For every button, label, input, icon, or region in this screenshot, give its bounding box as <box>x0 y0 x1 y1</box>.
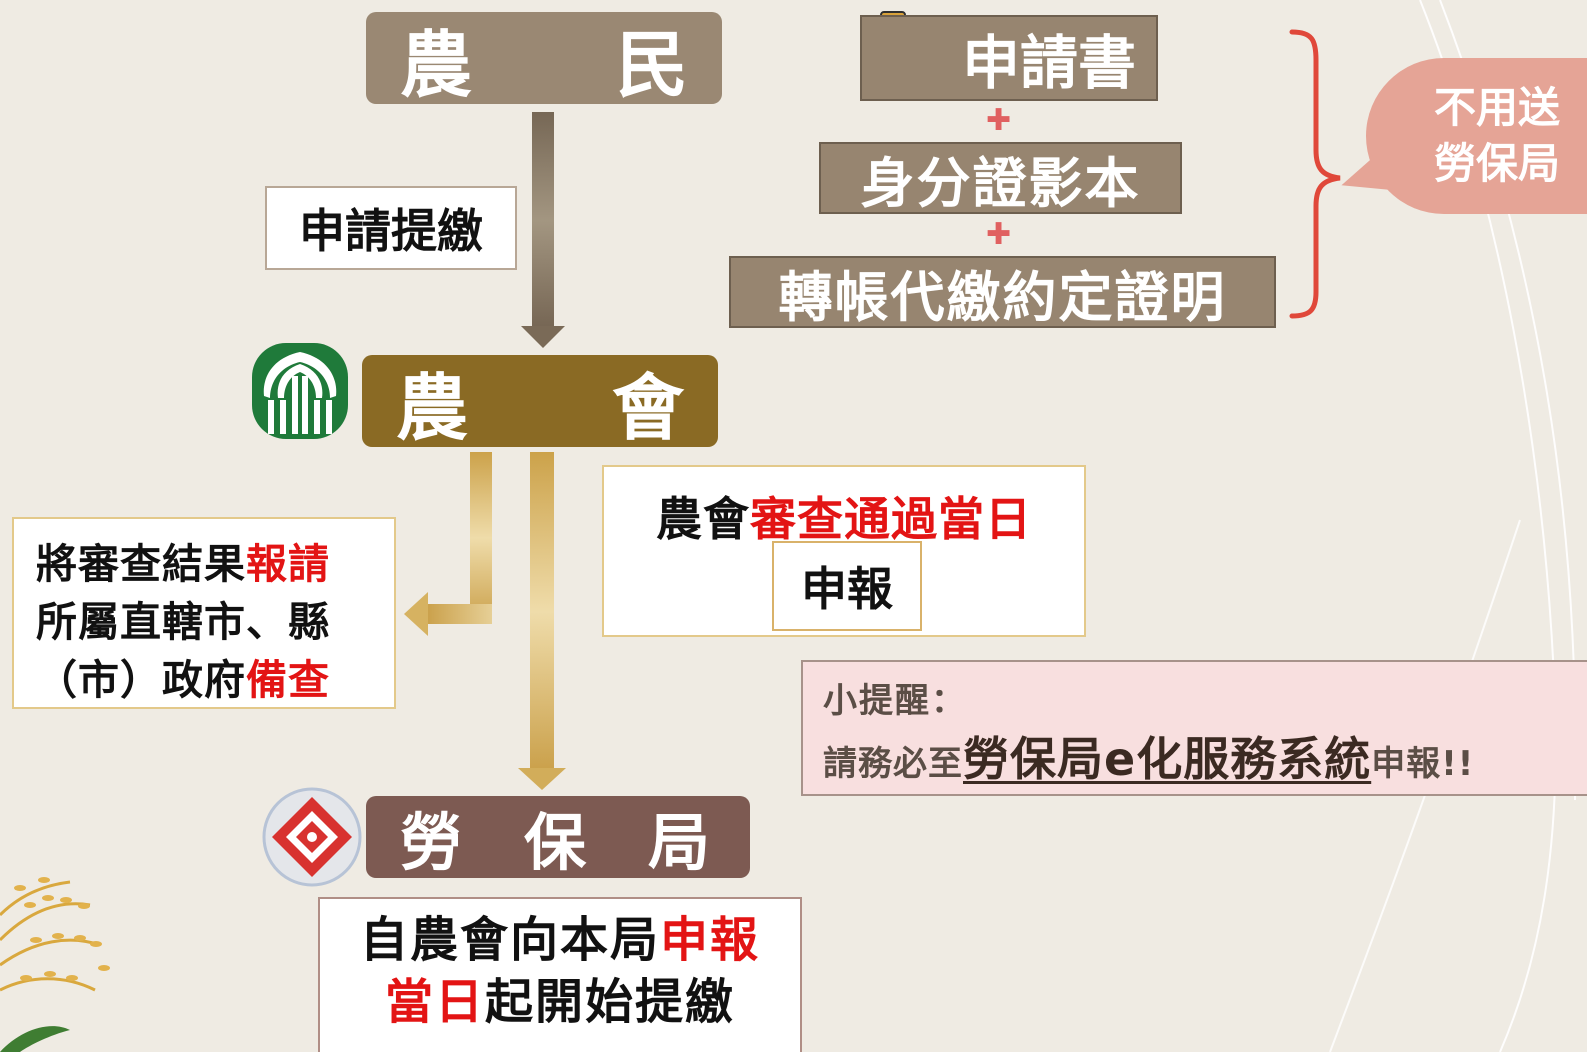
reminder-prefix: 請務必至 <box>823 744 963 784</box>
speech-bubble <box>1366 58 1587 214</box>
apply-contribution-label: 申請提繳 <box>265 186 517 270</box>
reminder-suffix: 申報!! <box>1371 744 1475 784</box>
reminder-box: 小提醒： 請務必至勞保局e化服務系統申報!! <box>801 660 1587 796</box>
declare-label: 申報 <box>772 541 922 631</box>
start-highlight: 申報 <box>660 912 761 968</box>
labor-insurance-bureau-logo-icon <box>262 787 362 887</box>
report-highlight: 報請 <box>246 540 330 588</box>
report-line: 將審查結果報請 <box>36 535 394 593</box>
farmer-char-right: 民 <box>615 22 688 107</box>
bubble-line: 勞保局 <box>1434 139 1561 188</box>
report-line: （市）政府備查 <box>36 651 394 709</box>
e-service-system-name: 勞保局e化服務系統 <box>963 732 1372 786</box>
association-char-left: 農 <box>396 365 469 450</box>
report-highlight: 備查 <box>246 656 330 704</box>
plus-icon: ✚ <box>986 217 1012 252</box>
bureau-char: 局 <box>647 806 716 879</box>
farmers-association-logo-icon <box>252 343 348 439</box>
bubble-line: 不用送 <box>1434 83 1561 132</box>
plus-icon: ✚ <box>986 103 1012 138</box>
transfer-certificate-box: 轉帳代繳約定證明 <box>729 256 1276 329</box>
association-char-right: 會 <box>611 365 684 450</box>
reminder-text: 請務必至勞保局e化服務系統申報!! <box>823 730 1587 793</box>
speech-bubble-text: 不用送 勞保局 <box>1434 80 1560 192</box>
arrow-association-to-government <box>404 452 492 636</box>
start-text: 起開始提繳 <box>485 974 736 1030</box>
bureau-char: 勞 <box>400 806 469 879</box>
reminder-title: 小提醒： <box>823 681 967 721</box>
application-form-box: 申請書 <box>860 15 1158 101</box>
labor-insurance-bureau-box: 勞 保 局 <box>366 796 750 879</box>
rice-plant-decoration <box>0 880 101 992</box>
start-text: 自農會向本局 <box>359 912 660 968</box>
background-curve <box>1329 519 1521 1052</box>
start-contribution-box: 自農會向本局申報 當日起開始提繳 <box>318 897 802 1052</box>
arrow-association-to-bureau <box>518 452 566 790</box>
report-line: 所屬直轄市、縣 <box>36 598 330 646</box>
review-prefix: 農會 <box>656 492 750 546</box>
review-highlight: 審查通過當日 <box>750 492 1032 546</box>
review-box: 農會審查通過當日 申報 <box>602 465 1086 637</box>
arrow-farmer-to-association <box>521 112 565 348</box>
review-text: 農會審查通過當日 <box>604 483 1084 549</box>
start-highlight: 當日 <box>384 974 485 1030</box>
leaf-decoration <box>0 1026 70 1052</box>
bureau-char: 保 <box>523 806 592 879</box>
id-copy-box: 身分證影本 <box>819 142 1182 215</box>
start-line: 自農會向本局申報 <box>320 909 800 971</box>
report-text: （市）政府 <box>36 656 246 704</box>
report-text: 將審查結果 <box>36 540 246 588</box>
farmer-box: 農 民 <box>366 12 722 107</box>
rice-grains <box>14 877 110 981</box>
start-line: 當日起開始提繳 <box>320 971 800 1033</box>
farmers-association-box: 農 會 <box>362 355 718 450</box>
farmer-char-left: 農 <box>400 22 473 107</box>
brace <box>1289 29 1341 319</box>
report-government-box: 將審查結果報請 所屬直轄市、縣 （市）政府備查 <box>12 517 396 709</box>
